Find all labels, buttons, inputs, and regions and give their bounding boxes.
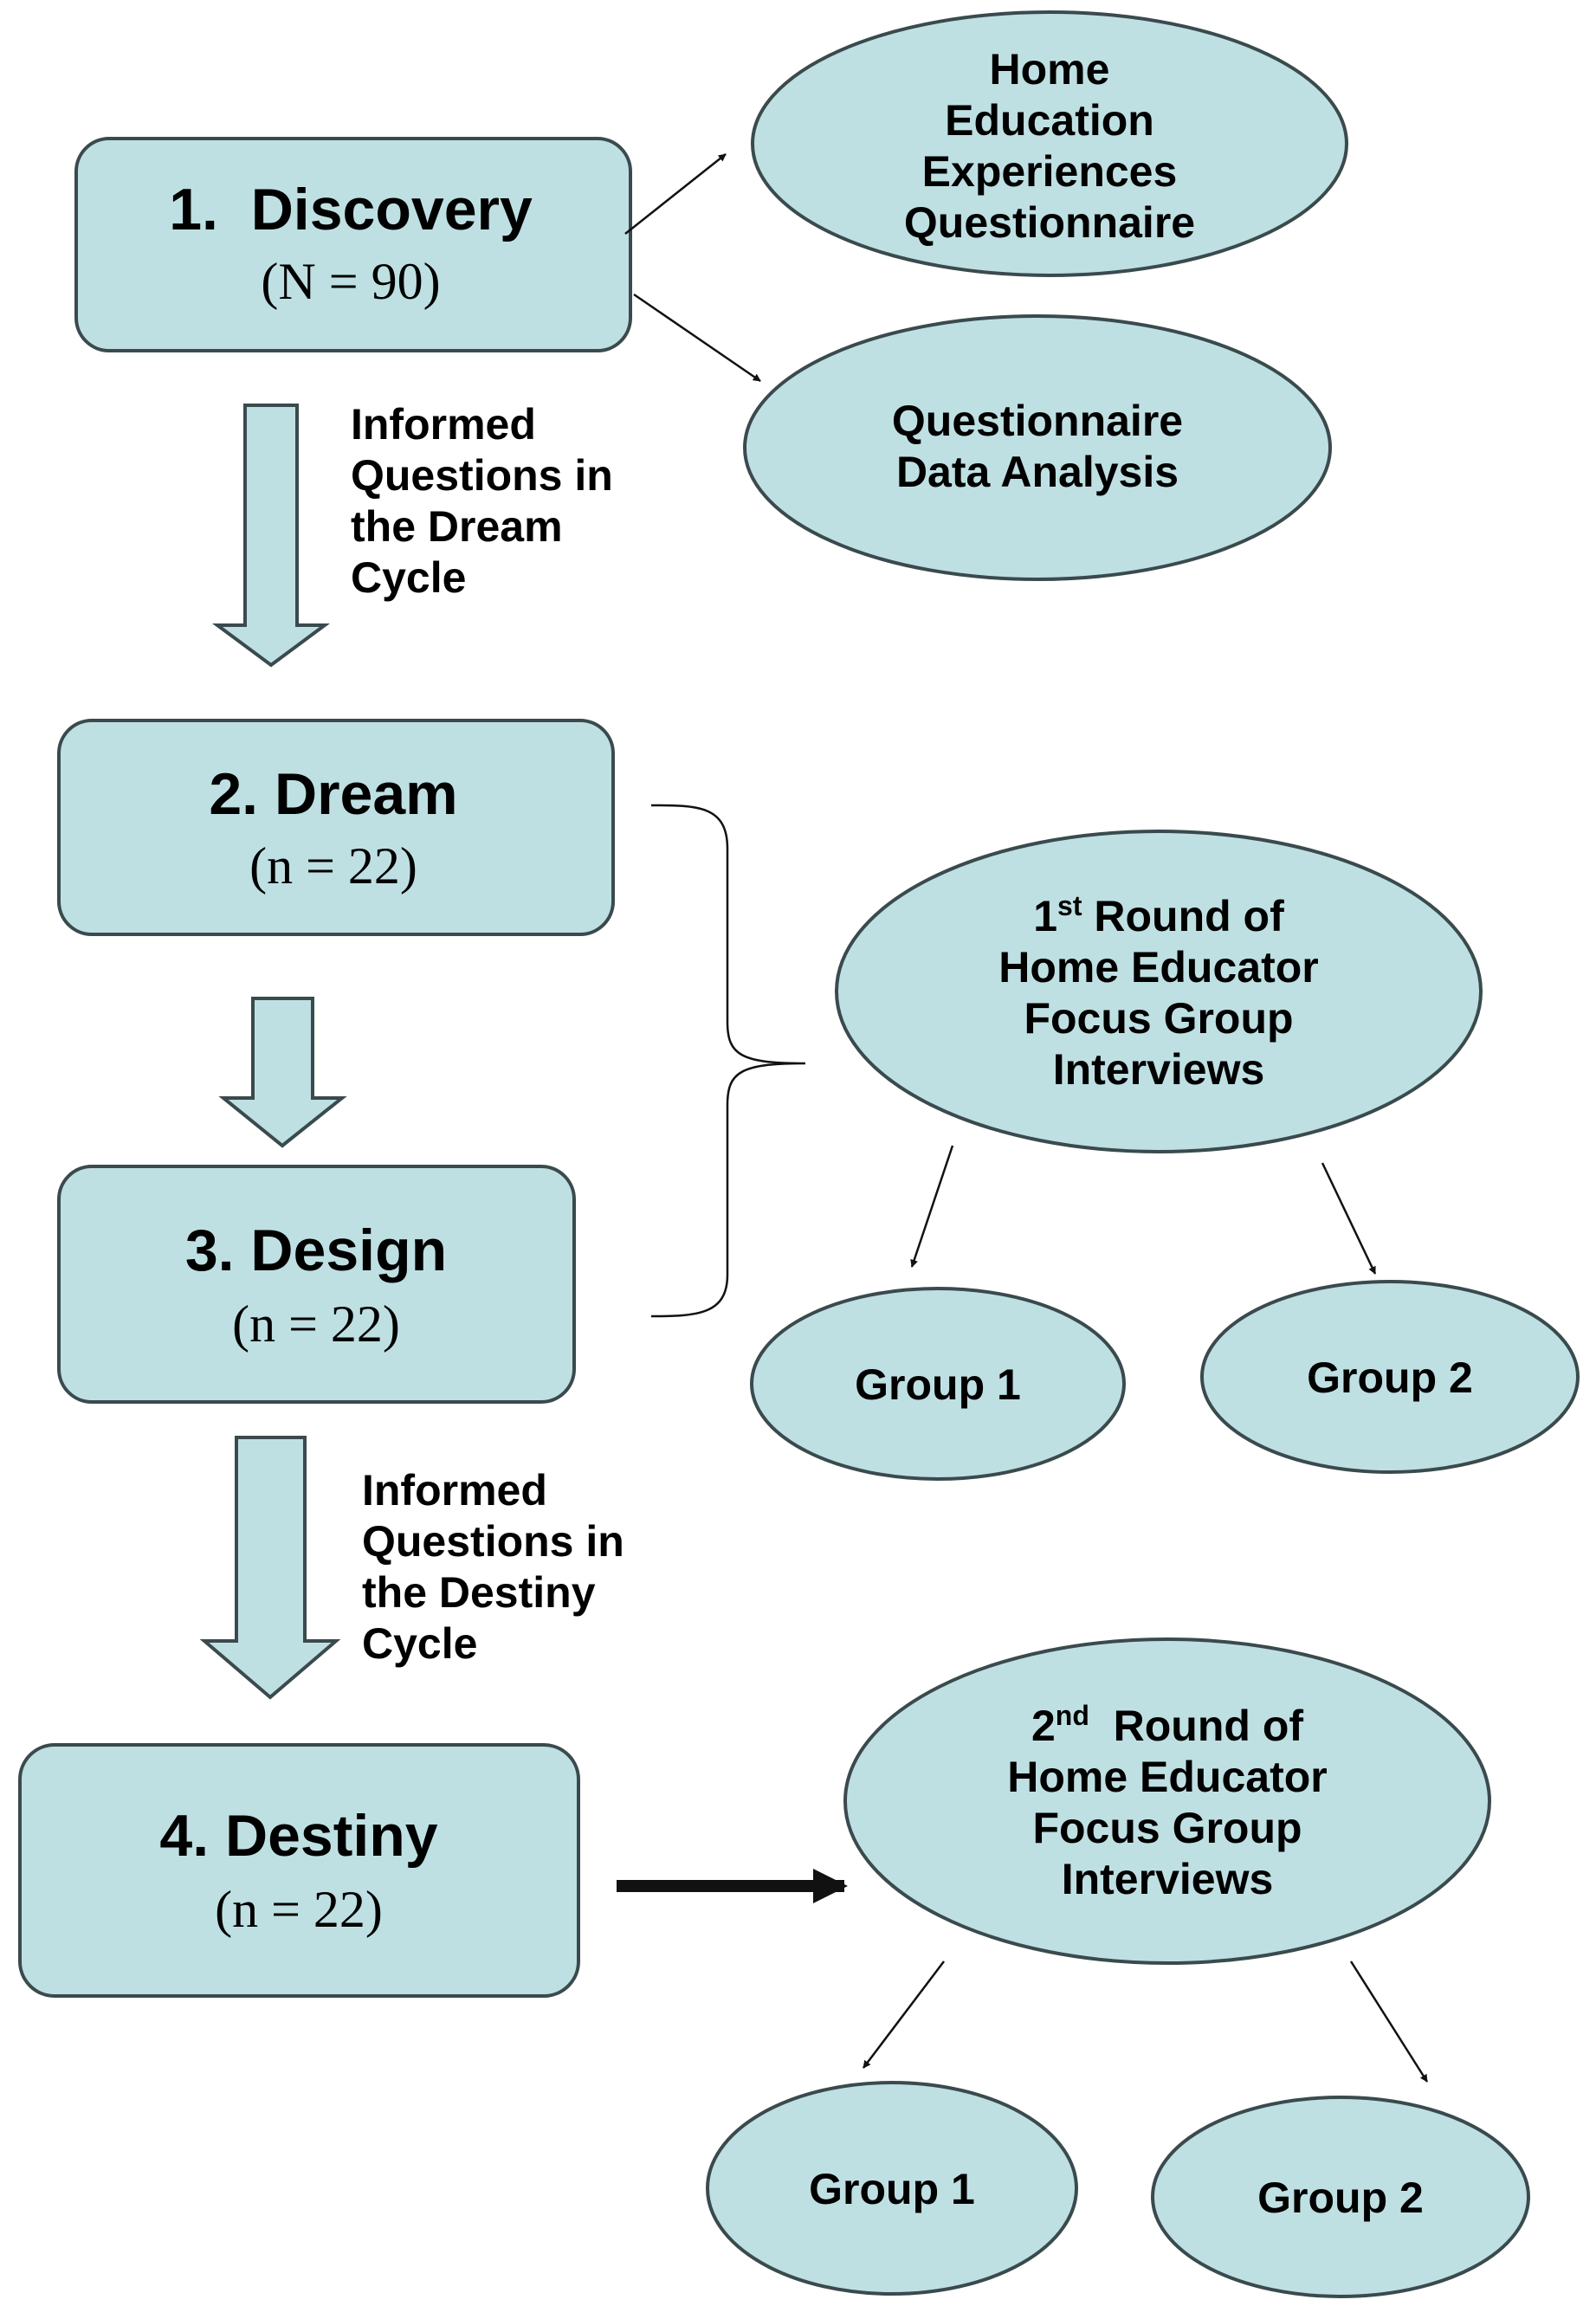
questionnaire-node: Home Education Experiences Questionnaire <box>751 10 1348 277</box>
note-destiny-line-1: Informed <box>362 1466 547 1515</box>
destiny-box <box>18 1743 580 1998</box>
destiny-n: (n = 22) <box>215 1881 383 1938</box>
discovery-box <box>74 137 632 352</box>
note-dream-line-3: the Dream <box>351 502 563 551</box>
round2-group1-label: Group 1 <box>809 2165 975 2213</box>
questionnaire-ellipse <box>751 10 1348 277</box>
note-destiny-line-3: the Destiny <box>362 1568 596 1617</box>
down-arrow-discovery-to-dream <box>211 404 331 668</box>
arrow-round2-to-group2 <box>1349 1960 1429 2083</box>
round1-group1-ellipse <box>750 1287 1126 1481</box>
round2-node: 2nd Round of Home Educator Focus Group I… <box>843 1637 1491 1965</box>
round1-group2-ellipse <box>1200 1280 1580 1474</box>
note-destiny-line-2: Questions in <box>362 1517 624 1566</box>
dream-n: (n = 22) <box>249 837 417 895</box>
note-destiny-cycle: Informed Questions in the Destiny Cycle <box>362 1466 624 1668</box>
round2-line-4: Interviews <box>1062 1855 1274 1903</box>
analysis-line-1: Questionnaire <box>892 397 1183 445</box>
round2-line-1-rest: Round of <box>1089 1702 1303 1750</box>
note-dream-line-1: Informed <box>351 400 536 449</box>
note-dream-line-4: Cycle <box>351 553 466 602</box>
note-destiny-line-4: Cycle <box>362 1619 477 1668</box>
questionnaire-line-2: Education <box>945 96 1154 145</box>
round2-ellipse <box>843 1637 1491 1965</box>
discovery-n: (N = 90) <box>261 253 440 310</box>
analysis-node: Questionnaire Data Analysis <box>743 314 1332 581</box>
round2-ordinal-number: 2 <box>1031 1702 1056 1750</box>
round1-line-1: 1st Round of <box>1033 890 1284 940</box>
arrow-to-questionnaire <box>624 153 727 235</box>
stage-design: 3. Design (n = 22) <box>57 1165 576 1404</box>
discovery-title: 1. Discovery <box>169 177 533 242</box>
round1-ordinal-suffix: st <box>1057 890 1082 921</box>
round1-node: 1st Round of Home Educator Focus Group I… <box>835 830 1483 1153</box>
round1-line-3: Focus Group <box>1024 994 1293 1043</box>
round1-line-2: Home Educator <box>998 943 1319 992</box>
design-n: (n = 22) <box>232 1295 400 1353</box>
brace-dream-design <box>650 804 806 1318</box>
questionnaire-line-3: Experiences <box>922 147 1178 196</box>
round2-line-1: 2nd Round of <box>1031 1700 1303 1750</box>
round1-line-4: Interviews <box>1053 1045 1265 1094</box>
design-box <box>57 1165 576 1404</box>
note-dream-line-2: Questions in <box>351 451 613 500</box>
round2-group1-ellipse <box>706 2081 1078 2296</box>
design-title: 3. Design <box>185 1218 447 1283</box>
note-dream-cycle: Informed Questions in the Dream Cycle <box>351 400 613 602</box>
round2-group2-node: Group 2 <box>1151 2096 1530 2298</box>
round1-group2-node: Group 2 <box>1200 1280 1580 1474</box>
dream-title: 2. Dream <box>209 761 457 827</box>
round1-ordinal-number: 1 <box>1033 892 1057 940</box>
round2-line-2: Home Educator <box>1007 1753 1328 1801</box>
analysis-ellipse <box>743 314 1332 581</box>
round2-group1-node: Group 1 <box>706 2081 1078 2296</box>
round2-group2-label: Group 2 <box>1257 2174 1424 2222</box>
stage-discovery: 1. Discovery (N = 90) <box>74 137 632 352</box>
destiny-title: 4. Destiny <box>159 1803 437 1869</box>
arrow-round2-to-group1 <box>863 1960 945 2069</box>
questionnaire-line-1: Home <box>990 45 1110 94</box>
round1-line-1-rest: Round of <box>1082 892 1285 940</box>
questionnaire-line-4: Questionnaire <box>904 198 1195 247</box>
stage-destiny: 4. Destiny (n = 22) <box>18 1743 580 1998</box>
analysis-line-2: Data Analysis <box>896 448 1179 496</box>
round1-group1-node: Group 1 <box>750 1287 1126 1481</box>
dream-box <box>57 719 615 936</box>
down-arrow-design-to-destiny <box>199 1436 341 1700</box>
arrow-round1-to-group1 <box>910 1145 954 1268</box>
round1-group1-label: Group 1 <box>855 1360 1021 1409</box>
stage-dream: 2. Dream (n = 22) <box>57 719 615 936</box>
arrow-to-analysis <box>633 293 761 383</box>
down-arrow-dream-to-design <box>218 997 347 1148</box>
round2-group2-ellipse <box>1151 2096 1530 2298</box>
round1-group2-label: Group 2 <box>1307 1353 1473 1402</box>
round1-ellipse <box>835 830 1483 1153</box>
arrow-round1-to-group2 <box>1321 1162 1377 1275</box>
round2-line-3: Focus Group <box>1032 1804 1302 1852</box>
round2-ordinal-suffix: nd <box>1056 1700 1089 1731</box>
